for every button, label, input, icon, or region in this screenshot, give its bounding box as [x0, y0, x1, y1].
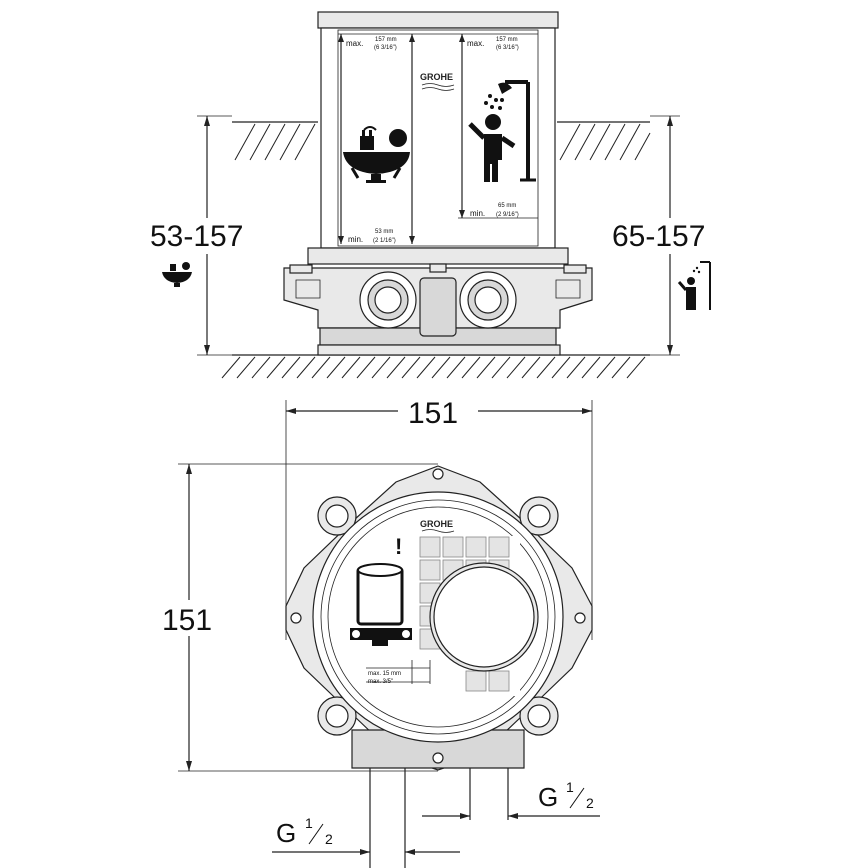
plaster-depth-note: max. 15 mm max. 3/5" — [366, 660, 431, 685]
floor-hatch-stroke — [281, 356, 301, 379]
mixer-body-top: GROHE ! max. 15 mm max. 3/5 — [285, 465, 593, 771]
left-min-inch: (2 1/16") — [373, 238, 396, 244]
right-dimension: 65-157 — [612, 115, 727, 356]
right-max-label: max. — [467, 39, 484, 48]
left-dimension-label: 53-157 — [150, 220, 243, 253]
thread-label-right: G 1 2 — [538, 779, 594, 812]
floor-hatch-stroke — [311, 356, 331, 379]
left-min-mm: 53 mm — [375, 229, 393, 235]
floor-hatch-stroke — [611, 356, 631, 379]
grohe-logo-icon: GROHE — [420, 72, 455, 91]
height-dimension-label: 151 — [162, 604, 212, 637]
right-dimension-label: 65-157 — [612, 220, 705, 253]
mounting-lugs — [290, 468, 586, 764]
right-min-label: min. — [470, 209, 485, 218]
thread-left-num: 1 — [305, 815, 313, 831]
left-min-label: min. — [348, 235, 363, 244]
floor-hatch-stroke — [491, 356, 511, 379]
mixer-box-side — [283, 11, 593, 356]
shower-icon — [468, 80, 536, 182]
side-view: max. 157 mm (6 3/16") max. 157 mm (6 3/1… — [150, 11, 727, 379]
height-dimension: 151 — [160, 463, 438, 772]
thread-left-den: 2 — [325, 831, 333, 847]
left-dimension: 53-157 — [150, 115, 265, 356]
floor-hatch-stroke — [356, 356, 376, 379]
floor-hatch-stroke — [521, 356, 541, 379]
svg-text:GROHE: GROHE — [420, 519, 453, 529]
floor-hatch-stroke — [461, 356, 481, 379]
plaster-note-line1: max. 15 mm — [368, 671, 401, 677]
floor-hatch-stroke — [551, 356, 571, 379]
thread-right-den: 2 — [586, 795, 594, 811]
width-dimension-label: 151 — [408, 397, 458, 430]
top-view: 151 151 — [160, 394, 600, 868]
floor-hatch-stroke — [341, 356, 361, 379]
floor-hatch — [221, 354, 650, 379]
grohe-logo-icon-top: GROHE — [420, 519, 455, 533]
floor-hatch-stroke — [371, 356, 391, 379]
left-max-mm: 157 mm — [375, 37, 397, 43]
bathtub-icon — [343, 126, 410, 183]
floor-hatch-stroke — [326, 356, 346, 379]
floor-hatch-stroke — [476, 356, 496, 379]
right-min-mm: 65 mm — [498, 203, 516, 209]
floor-hatch-stroke — [236, 356, 256, 379]
cartridge-icon — [350, 563, 412, 646]
right-max-inch: (6 3/16") — [496, 45, 519, 51]
left-max-label: max. — [346, 39, 363, 48]
floor-hatch-stroke — [446, 356, 466, 379]
floor-hatch-stroke — [386, 356, 406, 379]
width-dimension: 151 — [285, 394, 593, 640]
shower-small-icon — [674, 256, 720, 312]
floor-hatch-stroke — [581, 356, 601, 379]
thread-right-base: G — [538, 782, 558, 812]
thread-left-base: G — [276, 818, 296, 848]
floor-hatch-stroke — [266, 356, 286, 379]
floor-hatch-stroke — [566, 356, 586, 379]
svg-text:GROHE: GROHE — [420, 72, 453, 82]
inner-dimensions: max. 157 mm (6 3/16") max. 157 mm (6 3/1… — [338, 33, 538, 244]
thread-right-num: 1 — [566, 779, 574, 795]
floor-hatch-stroke — [401, 356, 421, 379]
right-max-mm: 157 mm — [496, 37, 518, 43]
right-min-inch: (2 9/16") — [496, 212, 519, 218]
wall-hatch-upper — [232, 121, 651, 161]
left-max-inch: (6 3/16") — [374, 45, 397, 51]
floor-hatch-stroke — [416, 356, 436, 379]
floor-hatch-stroke — [221, 356, 241, 379]
floor-hatch-stroke — [626, 356, 646, 379]
floor-hatch-stroke — [296, 356, 316, 379]
bathtub-small-icon — [156, 262, 200, 288]
floor-hatch-stroke — [536, 356, 556, 379]
floor-hatch-stroke — [506, 356, 526, 379]
warning-icon: ! — [395, 534, 402, 559]
floor-hatch-stroke — [251, 356, 271, 379]
floor-hatch-stroke — [431, 356, 451, 379]
plaster-note-line2: max. 3/5" — [368, 679, 393, 685]
floor-hatch-stroke — [596, 356, 616, 379]
pipe-lines — [272, 765, 600, 868]
thread-label-left: G 1 2 — [276, 815, 333, 848]
